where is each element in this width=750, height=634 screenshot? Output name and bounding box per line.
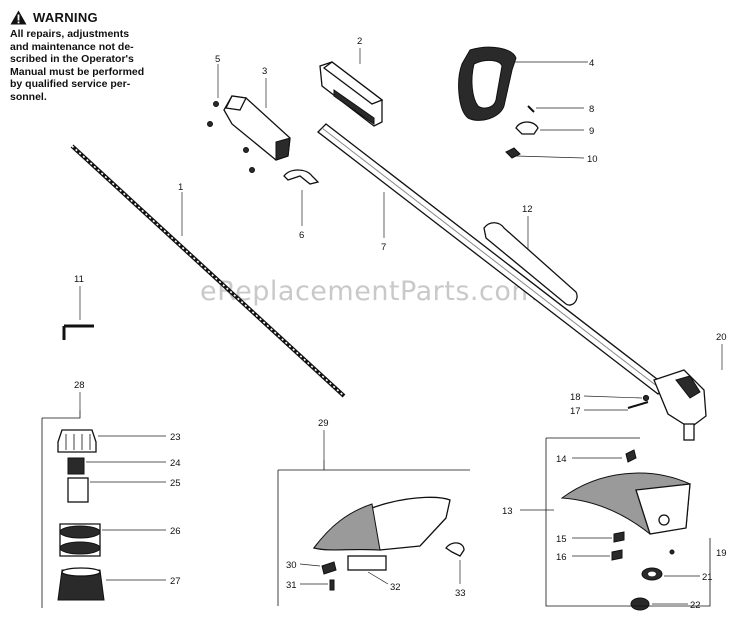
part-24-spring: [67, 457, 85, 475]
callout-33: 33: [455, 588, 466, 599]
warning-triangle-icon: [10, 10, 27, 25]
part-17-bolt: [627, 401, 649, 409]
warning-notice: WARNING All repairs, adjustments and mai…: [10, 10, 160, 103]
callout-3: 3: [262, 66, 267, 77]
callout-12: 12: [522, 204, 533, 215]
callout-22: 22: [690, 600, 701, 611]
callout-29: 29: [318, 418, 329, 429]
callout-30: 30: [286, 560, 297, 571]
callout-10: 10: [587, 154, 598, 165]
part-1-drive-shaft: [70, 144, 346, 398]
part-22-washer: [630, 597, 650, 611]
part-10-nut: [505, 147, 521, 159]
part-26-spool: [59, 523, 101, 557]
part-30-clip: [321, 561, 337, 575]
callout-9: 9: [589, 126, 594, 137]
part-11-hex-key: [62, 324, 94, 340]
callout-4: 4: [589, 58, 594, 69]
group-29-bracket: [277, 460, 470, 606]
leader-lines: [79, 48, 723, 605]
part-33-clip: [445, 542, 465, 557]
callout-17: 17: [570, 406, 581, 417]
callout-7: 7: [381, 242, 386, 253]
part-20-gear-head: [653, 369, 707, 441]
part-21-adapter: [641, 567, 663, 581]
callout-14: 14: [556, 454, 567, 465]
callout-23: 23: [170, 432, 181, 443]
callout-25: 25: [170, 478, 181, 489]
callout-32: 32: [390, 582, 401, 593]
group-28-bracket: [41, 410, 81, 608]
part-3-handle-bracket: [223, 95, 291, 161]
group-13-bracket: [545, 437, 711, 607]
part-13-shield: [560, 472, 691, 535]
warning-title: WARNING: [33, 10, 98, 25]
callout-11: 11: [74, 274, 84, 285]
part-5-screws: [207, 101, 255, 173]
part-15-washer: [613, 531, 625, 543]
part-9-clamp: [515, 121, 539, 135]
callout-5: 5: [215, 54, 220, 65]
callout-24: 24: [170, 458, 181, 469]
callout-27: 27: [170, 576, 181, 587]
callout-26: 26: [170, 526, 181, 537]
part-8-screw: [527, 105, 535, 113]
part-23-knob: [57, 429, 97, 453]
part-7-main-tube: [317, 123, 667, 395]
watermark: eReplacementParts.com: [200, 276, 539, 307]
callout-labels: 1 2 3 4 5 6 7 8 9 10 11 12 13 14 15 16 1…: [74, 36, 727, 611]
part-16-nut: [611, 549, 623, 561]
callout-13: 13: [502, 506, 513, 517]
warning-header: WARNING: [10, 10, 160, 25]
callout-31: 31: [286, 580, 297, 591]
part-6-clip: [283, 169, 320, 185]
callout-15: 15: [556, 534, 567, 545]
callout-18: 18: [570, 392, 581, 403]
part-12-sleeve: [483, 222, 578, 306]
part-18-nut: [642, 394, 650, 402]
callout-20: 20: [716, 332, 727, 343]
part-19-screw: [669, 549, 675, 555]
part-29-shield-assembly: [312, 496, 451, 571]
part-31-screw: [329, 579, 335, 591]
callout-8: 8: [589, 104, 594, 115]
part-2-bracket: [319, 61, 384, 127]
part-27-housing: [57, 567, 105, 601]
warning-text: All repairs, adjustments and maintenance…: [10, 28, 145, 103]
callout-19: 19: [716, 548, 727, 559]
callout-16: 16: [556, 552, 567, 563]
callout-21: 21: [702, 572, 713, 583]
part-14-bolt: [625, 449, 637, 463]
callout-28: 28: [74, 380, 85, 391]
callout-2: 2: [357, 36, 362, 47]
callout-6: 6: [299, 230, 304, 241]
callout-1: 1: [178, 182, 183, 193]
part-25-eyelet: [67, 477, 89, 503]
part-4-loop-handle: [458, 46, 517, 121]
